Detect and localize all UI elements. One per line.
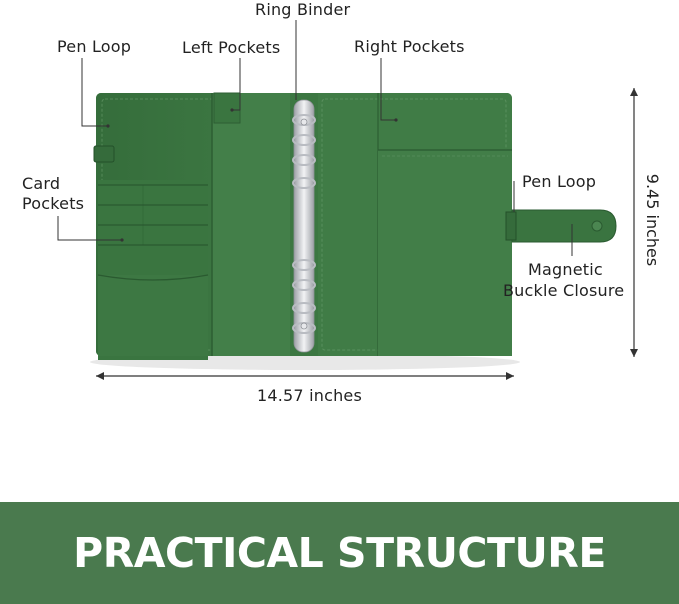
rings (292, 114, 316, 334)
label-width: 14.57 inches (257, 386, 362, 405)
left-pocket-tab (213, 92, 241, 124)
label-magnetic-line2: Buckle Closure (503, 281, 625, 300)
label-left-pockets: Left Pockets (182, 38, 281, 57)
label-ring-binder: Ring Binder (255, 0, 351, 19)
width-dimension (96, 372, 514, 380)
label-right-pockets: Right Pockets (354, 37, 465, 56)
label-magnetic-line1: Magnetic (528, 260, 603, 279)
leader-lines (57, 20, 573, 256)
ring-binder-plate (293, 99, 315, 353)
right-pockets (377, 93, 512, 356)
left-pen-loop (93, 145, 115, 163)
buckle-snap (591, 220, 603, 232)
label-card-pockets-line2: Pockets (22, 194, 85, 213)
left-pocket (212, 93, 292, 356)
banner-title: PRACTICAL STRUCTURE (73, 529, 606, 577)
height-dimension (630, 88, 638, 357)
magnetic-buckle-strap (511, 209, 617, 243)
card-pockets (97, 180, 209, 360)
label-pen-loop-right: Pen Loop (522, 172, 597, 191)
label-pen-loop-left: Pen Loop (57, 37, 132, 56)
label-card-pockets-line1: Card (22, 174, 61, 193)
title-banner: PRACTICAL STRUCTURE (0, 502, 679, 604)
right-pen-loop (505, 211, 517, 241)
